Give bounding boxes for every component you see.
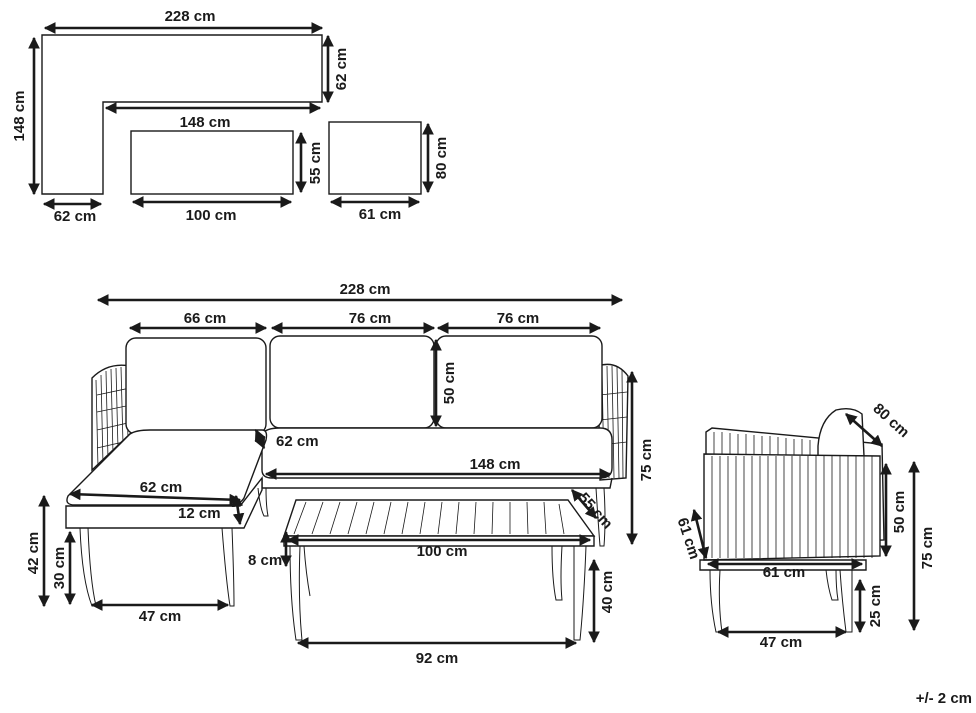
sofa-armrest-label: 62 cm: [276, 433, 319, 450]
chair-leg-back: [825, 569, 839, 601]
plan-sofa-outline: [41, 34, 323, 195]
plan-inner-width-label: 148 cm: [180, 114, 231, 131]
table-width-label: 100 cm: [417, 543, 468, 560]
sofa-frame-height-label: 30 cm: [51, 547, 68, 590]
plan-chair-width-label: 61 cm: [359, 206, 402, 223]
coffee-table-illustration: [283, 499, 596, 641]
plan-sofa-depth-label: 148 cm: [11, 91, 28, 142]
sofa-leg-front-left: [79, 527, 97, 607]
plan-chair-outline: [328, 121, 422, 195]
chair-back-height-label: 50 cm: [891, 491, 908, 534]
sofa-armrest-dimension: [254, 428, 266, 450]
sofa-dimensions: 228 cm 66 cm 76 cm 76 cm 50 cm 62 cm 148…: [25, 281, 655, 625]
sofa-back-cushion-middle: [269, 335, 435, 429]
table-leg-front-right: [573, 545, 587, 641]
plan-chair-depth-label: 80 cm: [433, 137, 450, 180]
chair-width-label: 61 cm: [763, 564, 806, 581]
chair-front-rope-weave: [711, 456, 873, 558]
table-leg-back-left: [303, 545, 311, 597]
sofa-main-seat-base: [261, 477, 613, 489]
sofa-leg-front-right: [221, 527, 235, 607]
sofa-seat-height-label: 42 cm: [25, 532, 42, 575]
plan-sofa-width-label: 228 cm: [165, 8, 216, 25]
sofa-seat-width-label: 148 cm: [470, 456, 521, 473]
chair-back-cushion: [817, 407, 865, 457]
table-leg-back-right: [551, 545, 563, 601]
chair-side-depth-label: 61 cm: [674, 516, 703, 562]
plan-table-outline: [130, 130, 294, 195]
sofa-chaise-cushion-label: 66 cm: [184, 310, 227, 327]
chair-leg-span-label: 47 cm: [760, 634, 803, 651]
sofa-total-width-label: 228 cm: [340, 281, 391, 298]
sofa-total-height-label: 75 cm: [638, 439, 655, 482]
chair-leg-right: [839, 569, 853, 633]
plan-table-width-label: 100 cm: [186, 207, 237, 224]
plan-back-depth-label: 62 cm: [333, 48, 350, 91]
sofa-illustration: [65, 335, 629, 607]
tolerance-note: +/- 2 cm: [916, 690, 972, 707]
sofa-cushion-thickness-label: 12 cm: [178, 505, 221, 522]
chair-leg-left: [709, 569, 723, 633]
table-top-slats: [293, 501, 565, 535]
chair-leg-height-label: 25 cm: [867, 585, 884, 628]
sofa-leg-span-label: 47 cm: [139, 608, 182, 625]
sofa-leg-back-left: [257, 487, 269, 517]
sofa-chaise-seat-label: 62 cm: [140, 479, 183, 496]
sofa-right-rope-weave: [599, 365, 628, 479]
chair-depth-dimension: [845, 413, 883, 447]
sofa-back-cushion-left: [125, 337, 267, 435]
armchair-illustration: [699, 407, 885, 633]
chair-total-height-label: 75 cm: [919, 527, 936, 570]
table-top: [283, 499, 596, 537]
sofa-middle-cushion-label: 76 cm: [349, 310, 392, 327]
table-leg-front-left: [289, 545, 303, 641]
sofa-leg-back-right: [595, 487, 606, 547]
sofa-back-cushion-right: [435, 335, 603, 429]
chair-side-depth-dimension: [690, 508, 710, 560]
sofa-cushion-thickness-dimension: [231, 494, 245, 526]
table-height-label: 40 cm: [599, 571, 616, 614]
plan-view: 228 cm 148 cm 62 cm 148 cm 62 cm 100 cm …: [11, 8, 450, 225]
plan-chaise-width-label: 62 cm: [54, 208, 97, 225]
table-leg-span-label: 92 cm: [416, 650, 459, 667]
plan-table-depth-label: 55 cm: [307, 142, 324, 185]
table-depth-dimension: [571, 489, 597, 519]
table-top-thickness-label: 8 cm: [248, 552, 282, 569]
sofa-back-height-label: 50 cm: [441, 362, 458, 405]
sofa-right-cushion-label: 76 cm: [497, 310, 540, 327]
sofa-chaise-seat-dimension: [68, 488, 242, 506]
chair-depth-label: 80 cm: [870, 400, 913, 441]
